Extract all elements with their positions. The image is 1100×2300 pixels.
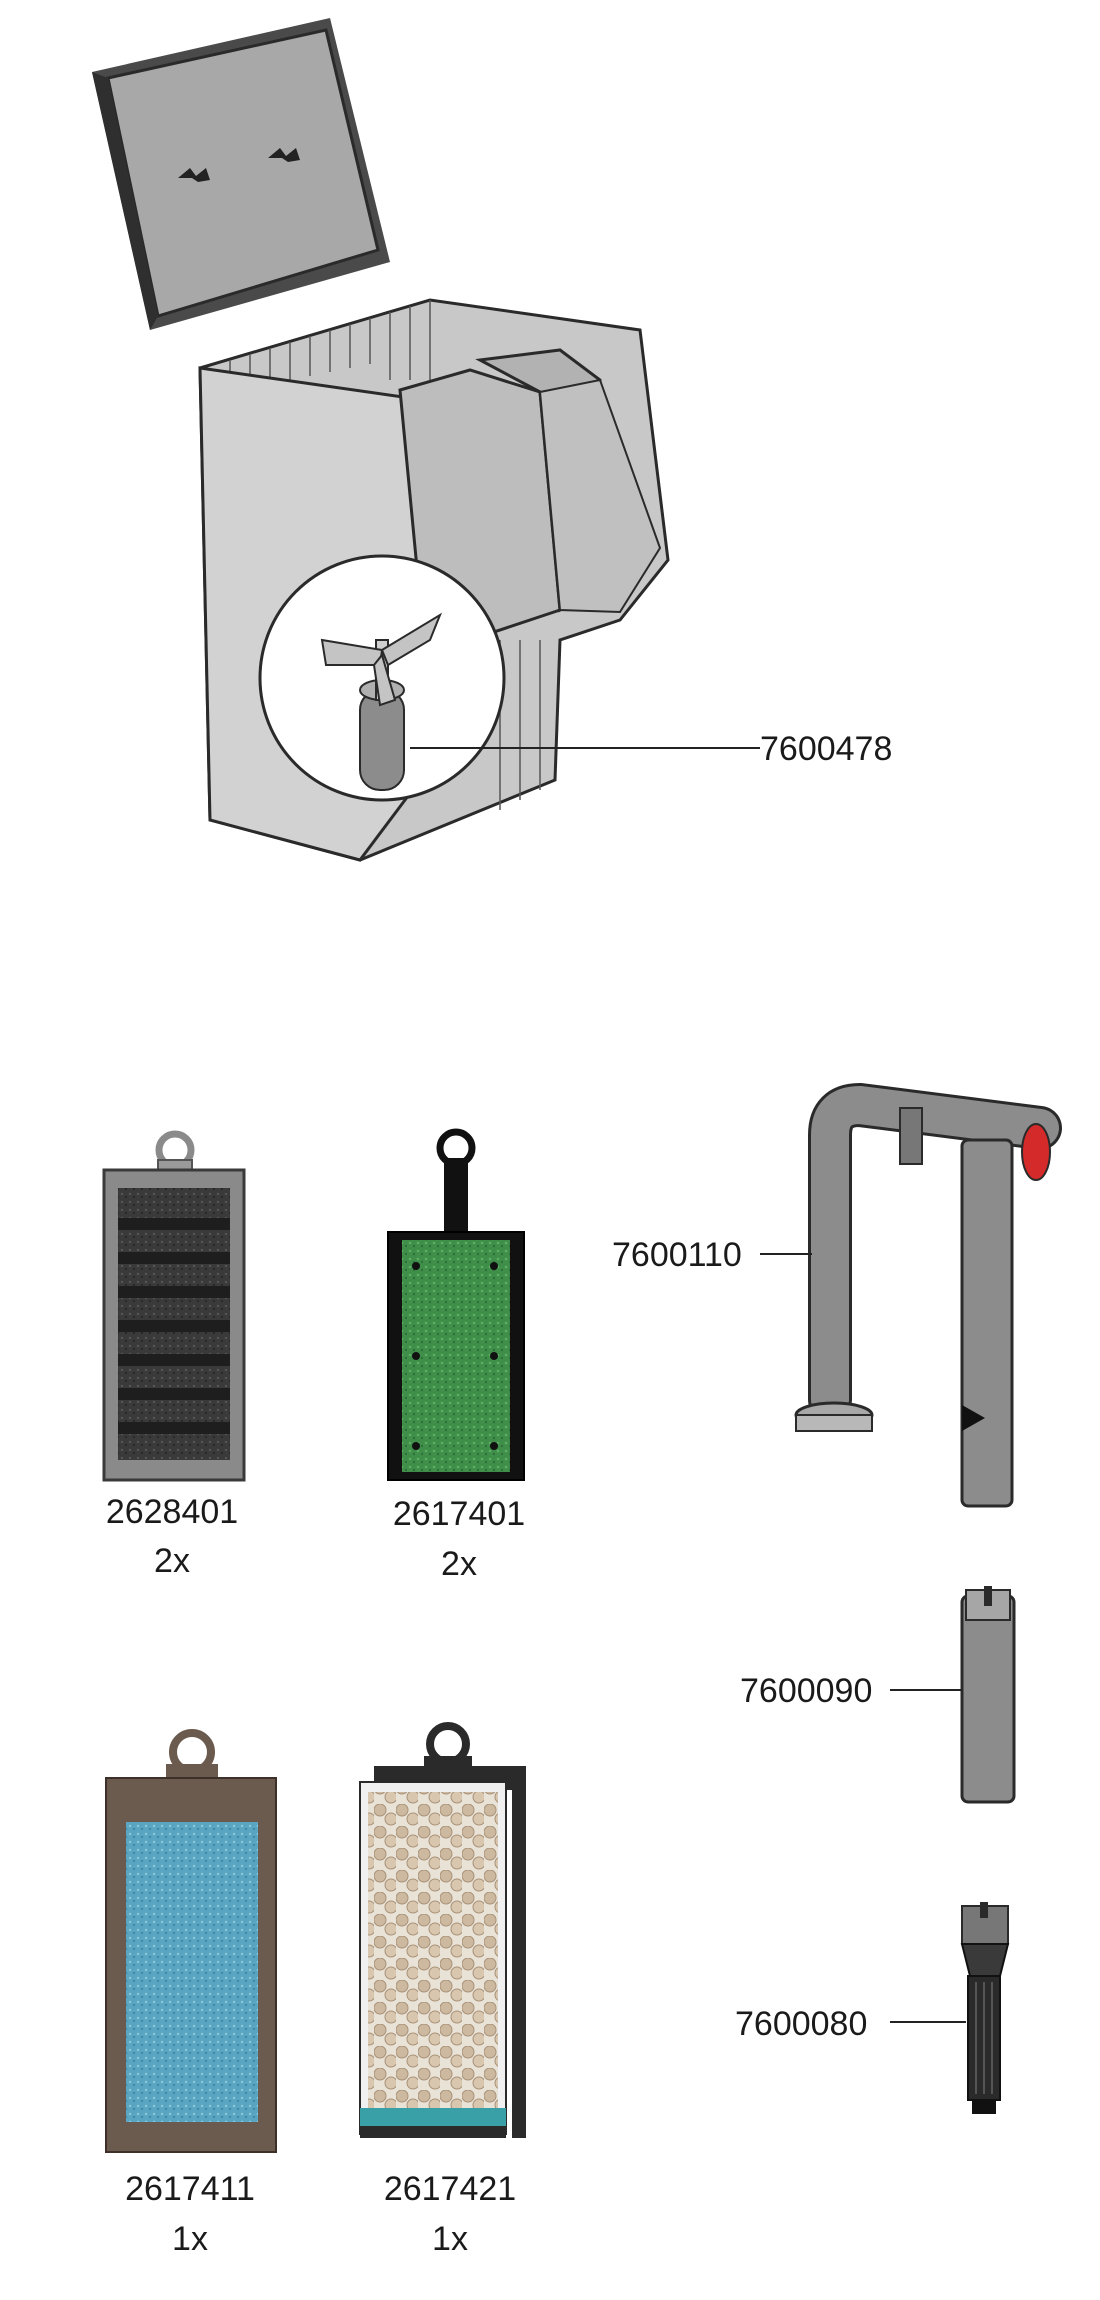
cartridge-green-sponge xyxy=(387,1128,525,1481)
filter-lid xyxy=(92,18,390,330)
intake-strainer xyxy=(960,1902,1010,2114)
part-qty-ceramic-media: 1x xyxy=(432,2220,468,2258)
part-code-impeller: 7600478 xyxy=(760,730,892,768)
outlet-pipe xyxy=(794,1082,1062,1508)
part-code-blue-sponge: 2617411 xyxy=(125,2170,255,2208)
part-code-black-sponge: 2628401 xyxy=(106,1493,238,1531)
cartridge-ceramic-media xyxy=(359,1722,526,2138)
part-qty-blue-sponge: 1x xyxy=(172,2220,208,2258)
part-qty-green-sponge: 2x xyxy=(441,1545,477,1583)
part-code-ceramic-media: 2617421 xyxy=(384,2170,516,2208)
part-code-extension-tube: 7600090 xyxy=(740,1672,872,1710)
part-code-intake-strainer: 7600080 xyxy=(735,2005,867,2043)
extension-tube xyxy=(960,1586,1016,1804)
part-code-green-sponge: 2617401 xyxy=(393,1495,525,1533)
part-qty-black-sponge: 2x xyxy=(154,1542,190,1580)
cartridge-blue-sponge xyxy=(105,1729,277,2153)
impeller-detail xyxy=(258,554,506,802)
cartridge-black-sponge xyxy=(102,1130,246,1482)
part-code-outlet-pipe: 7600110 xyxy=(612,1236,742,1274)
